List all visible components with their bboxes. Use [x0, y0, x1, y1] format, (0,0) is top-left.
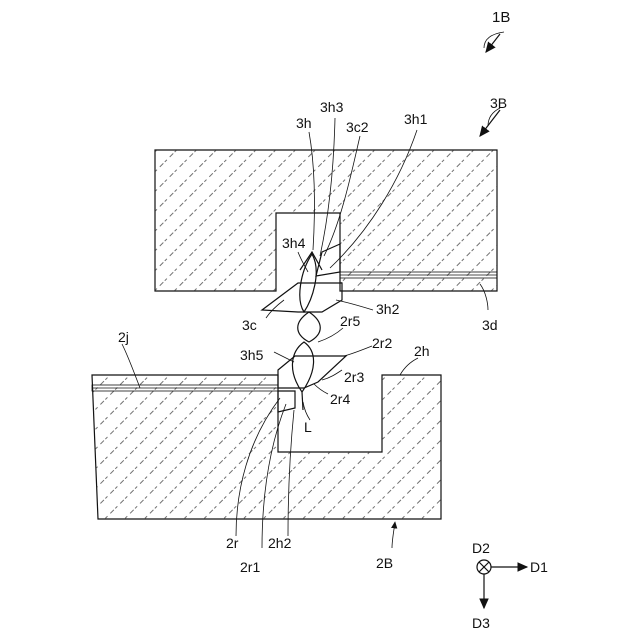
lower-wall-2h2: [278, 391, 295, 412]
upper-step-3c2: [316, 244, 340, 276]
label-L: L: [304, 419, 312, 435]
label-3h1: 3h1: [404, 111, 428, 127]
label-d3: D3: [472, 615, 490, 631]
joint-2r-spike: [302, 392, 303, 410]
axis-indicator: [477, 560, 527, 608]
label-d1: D1: [530, 559, 548, 575]
label-3h2: 3h2: [376, 301, 400, 317]
label-3h5: 3h5: [240, 347, 264, 363]
upper-block-3b: [155, 150, 497, 291]
label-2r1: 2r1: [240, 559, 260, 575]
lower-block-2b: [92, 375, 441, 519]
label-2r4: 2r4: [330, 391, 350, 407]
label-2r5: 2r5: [340, 313, 360, 329]
label-3b: 3B: [490, 95, 507, 111]
lower-block-body-dashes: [92, 375, 441, 519]
label-2h2: 2h2: [268, 535, 292, 551]
label-3c2: 3c2: [346, 119, 369, 135]
upper-block-body-dashes: [155, 150, 497, 291]
figure-id-label: 1B: [492, 9, 510, 26]
label-d2: D2: [472, 540, 490, 556]
label-2b: 2B: [376, 555, 393, 571]
joint-2r-lens: [292, 342, 313, 392]
label-2j: 2j: [118, 329, 129, 345]
label-3d: 3d: [482, 317, 498, 333]
middle-lens-body: [298, 312, 321, 342]
label-3h3: 3h3: [320, 99, 344, 115]
label-3c: 3c: [242, 317, 257, 333]
label-3h4: 3h4: [282, 235, 306, 251]
middle-lens: [298, 312, 321, 342]
label-3h: 3h: [296, 115, 312, 131]
arrow-1b: [486, 34, 500, 52]
label-2r3: 2r3: [344, 369, 364, 385]
label-2h: 2h: [414, 343, 430, 359]
label-2r2: 2r2: [372, 335, 392, 351]
arrow-3b: [480, 110, 500, 136]
label-2r: 2r: [226, 535, 239, 551]
